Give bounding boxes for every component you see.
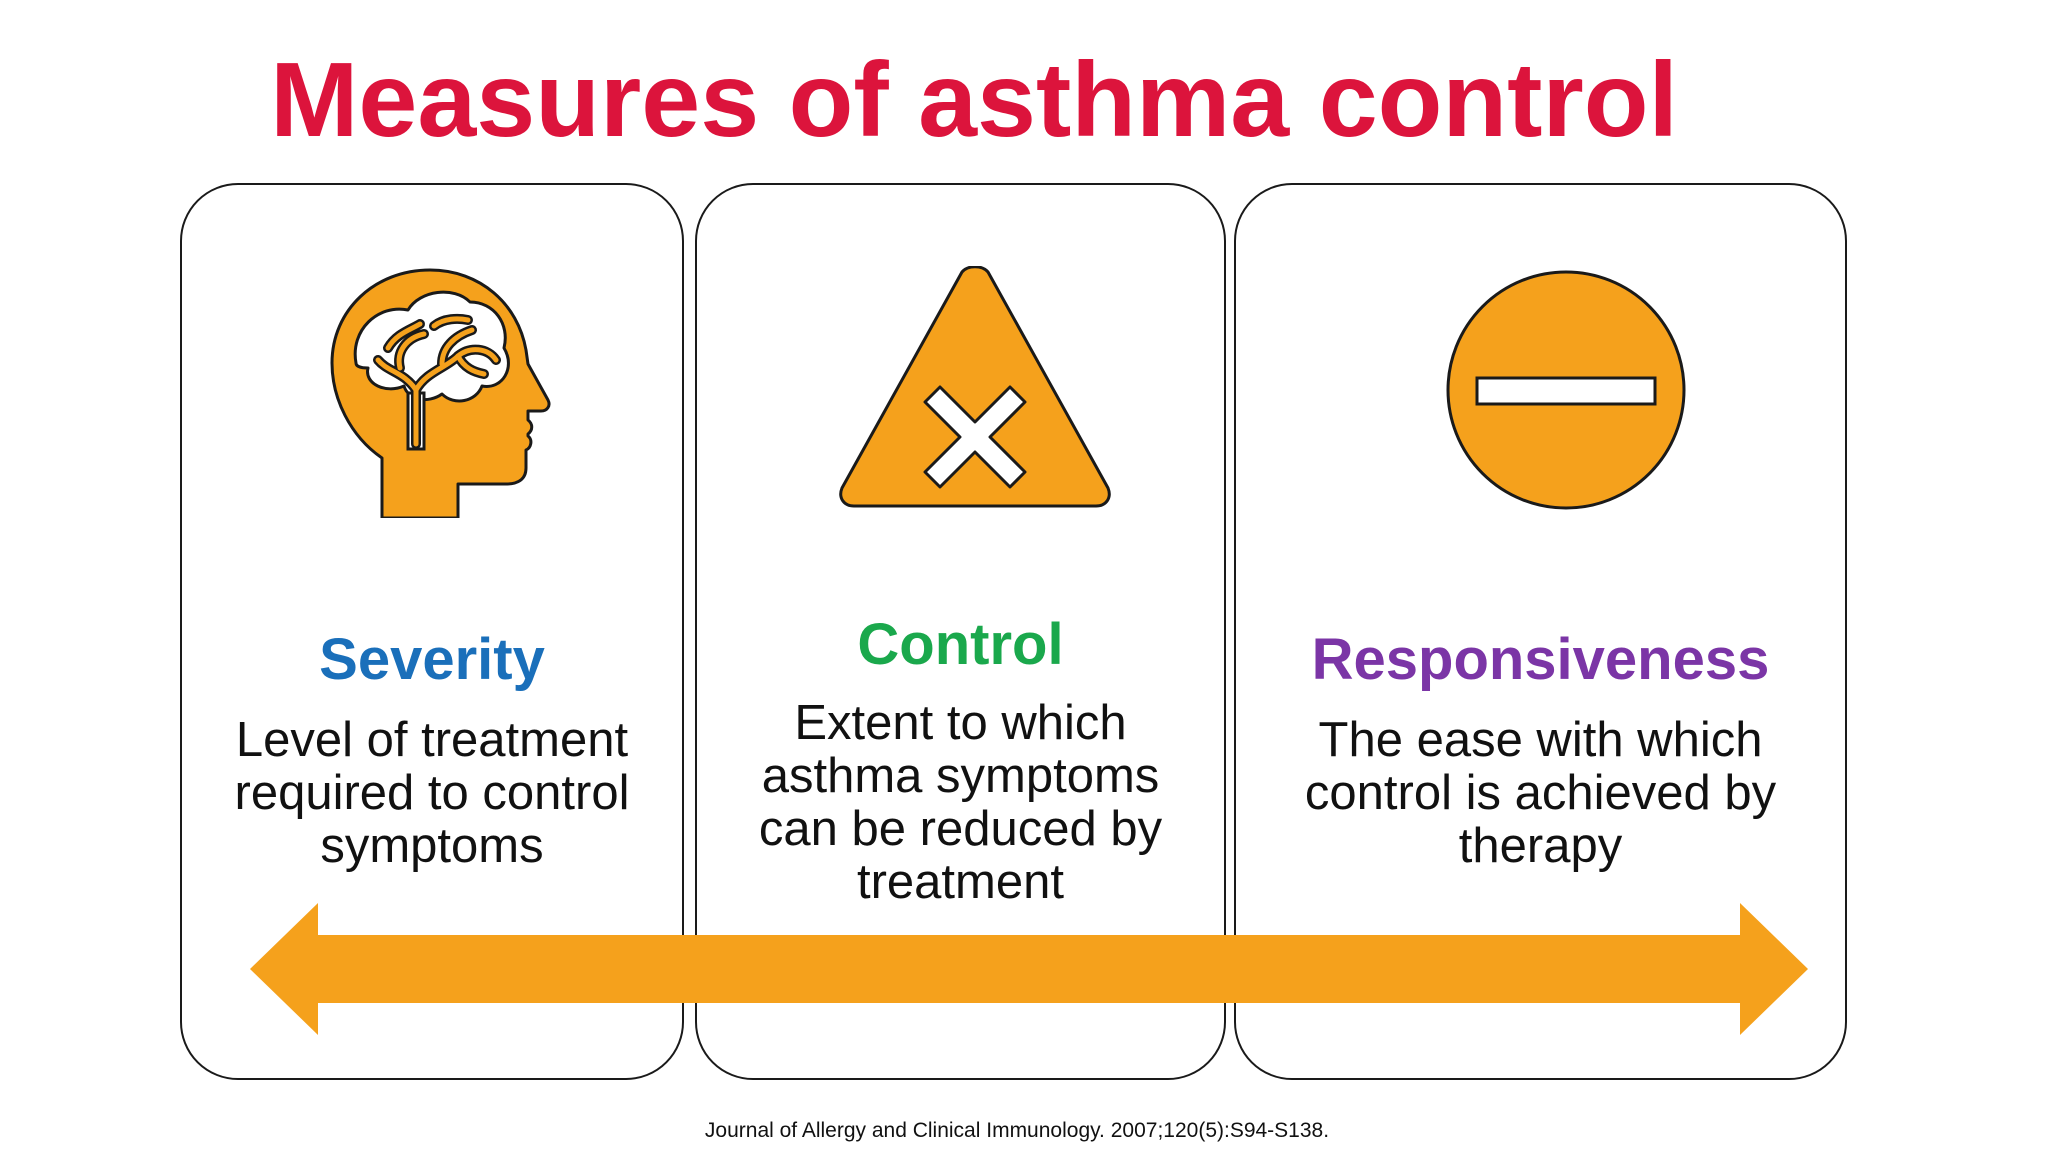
double-headed-arrow [250,903,1808,1035]
card-description-line: control is achieved by [1304,766,1777,820]
warning-triangle-x-icon [839,266,1111,508]
card-description-severity: Level of treatment required to control s… [182,714,682,873]
card-description-control: Extent to which asthma symptoms can be r… [697,697,1224,909]
card-description-line: can be reduced by [758,802,1163,856]
card-control: Control Extent to which asthma symptoms … [695,183,1226,1080]
minus-circle-icon [1446,270,1686,510]
card-description-line: The ease with which [1318,713,1763,767]
card-description-line: symptoms [320,819,544,873]
card-severity: Severity Level of treatment required to … [180,183,684,1080]
card-description-line: Extent to which [794,696,1127,750]
citation: Journal of Allergy and Clinical Immunolo… [704,1119,1330,1142]
card-heading-responsiveness: Responsiveness [1311,627,1770,692]
card-description-line: asthma symptoms [761,749,1160,803]
slide-title: Measures of asthma control [270,41,1678,159]
card-heading-severity: Severity [319,627,545,692]
card-description-line: required to control [234,766,630,820]
card-description-line: therapy [1458,819,1623,873]
card-heading-control: Control [857,612,1064,677]
card-description-line: treatment [857,855,1064,909]
card-description-line: Level of treatment [235,713,629,767]
card-description-responsiveness: The ease with which control is achieved … [1236,714,1845,873]
head-brain-icon [330,268,551,518]
